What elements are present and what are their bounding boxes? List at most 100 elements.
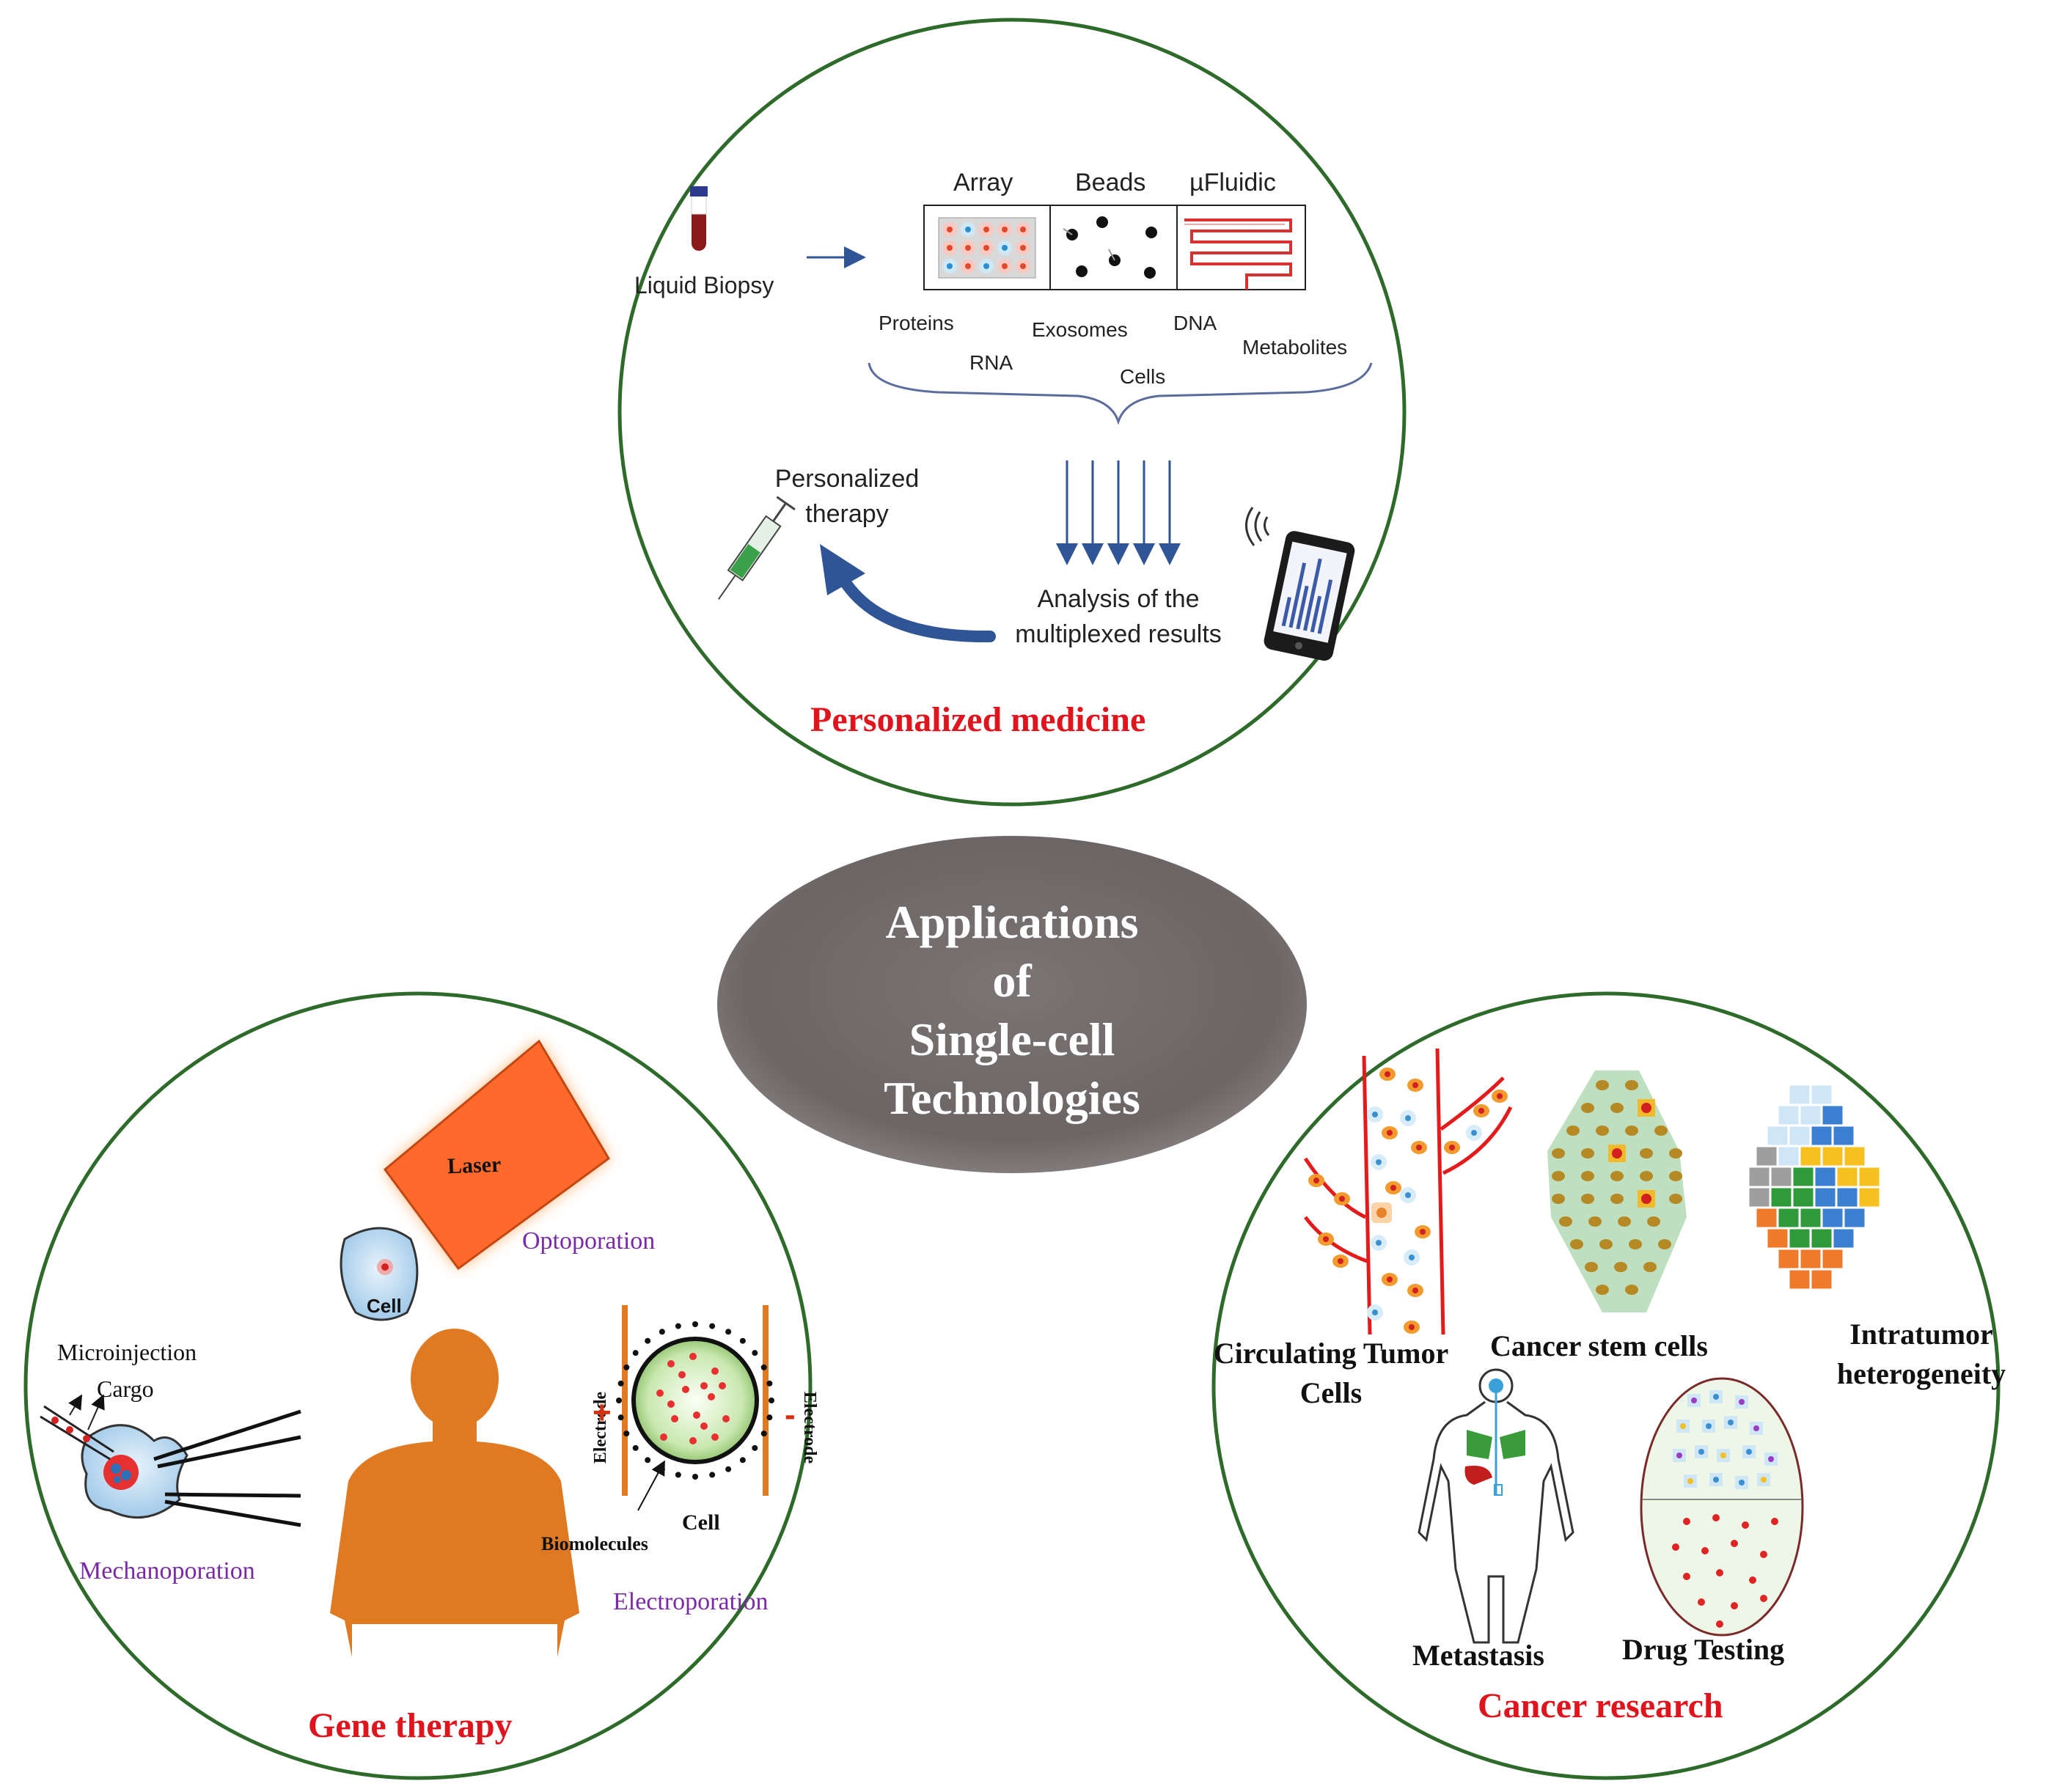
analysis-line1: Analysis of the <box>1037 585 1200 613</box>
drug-test-dead-cell <box>1771 1518 1778 1525</box>
array-well-dot <box>947 263 953 269</box>
electroporation-cell-label: Cell <box>682 1510 720 1535</box>
membrane-dot <box>760 1431 767 1437</box>
drug-test-cell-nucleus <box>1720 1453 1726 1458</box>
tumor-subclone-cell <box>1748 1167 1770 1187</box>
cancer-research-circle <box>1211 991 2001 1780</box>
array-well-dot <box>965 263 971 269</box>
drug-test-cell-nucleus <box>1713 1394 1719 1400</box>
membrane-dot <box>725 1466 732 1472</box>
drug-test-cell-nucleus <box>1746 1449 1752 1455</box>
biomolecule-dot <box>678 1371 686 1378</box>
csc-stem-cell-nucleus <box>1612 1148 1622 1158</box>
tumor-subclone-cell <box>1822 1208 1844 1228</box>
center-ellipse <box>717 836 1307 1173</box>
ctc-blue-cell-nucleus <box>1376 1159 1382 1165</box>
tumor-subclone-cell <box>1800 1105 1822 1125</box>
ctc-red-cell-nucleus <box>1385 1071 1390 1077</box>
personalized-medicine-title: Personalized medicine <box>810 700 1146 739</box>
tumor-subclone-cell <box>1789 1269 1811 1290</box>
biomolecule-dot <box>667 1360 675 1367</box>
drug-test-dead-cell <box>1749 1576 1756 1584</box>
csc-cell <box>1596 1080 1609 1090</box>
ctc-red-cell-nucleus <box>1412 1288 1418 1293</box>
center-title: Applications of Single-cell Technologies <box>865 893 1159 1128</box>
array-well-dot <box>965 227 971 232</box>
biomolecule-dot <box>700 1382 708 1389</box>
membrane-dot <box>632 1350 639 1356</box>
ctc-cluster-cell-nucleus <box>1376 1208 1387 1218</box>
array-well-dot <box>983 227 989 232</box>
tumor-subclone-cell <box>1800 1208 1822 1228</box>
drug-testing-label: Drug Testing <box>1622 1633 1785 1666</box>
ctc-red-cell-nucleus <box>1323 1236 1329 1242</box>
drug-test-cell-nucleus <box>1691 1398 1697 1403</box>
ctc-red-cell-nucleus <box>1390 1185 1396 1191</box>
csc-cell <box>1581 1194 1594 1204</box>
drug-test-cell-nucleus <box>1739 1399 1745 1405</box>
blood-tube-icon <box>690 186 708 251</box>
ctc-red-cell-nucleus <box>1313 1178 1319 1183</box>
biomolecule-dot <box>719 1382 726 1389</box>
tumor-subclone-cell <box>1767 1228 1789 1249</box>
drug-test-cell-nucleus <box>1761 1477 1767 1483</box>
analyte-label: Metabolites <box>1242 336 1348 359</box>
membrane-dot <box>632 1444 639 1451</box>
csc-cell <box>1599 1239 1613 1249</box>
intratumor-label-line1: Intratumor <box>1849 1318 1993 1351</box>
csc-cell <box>1585 1262 1598 1272</box>
tumor-subclone-cell <box>1778 1208 1800 1228</box>
array-well-dot <box>1002 263 1008 269</box>
csc-label: Cancer stem cells <box>1490 1329 1708 1362</box>
tumor-subclone-cell <box>1748 1187 1770 1208</box>
csc-cell <box>1643 1262 1657 1272</box>
analyte-label: DNA <box>1173 312 1217 334</box>
drug-test-cell-nucleus <box>1728 1420 1734 1425</box>
tumor-subclone-cell <box>1756 1146 1778 1167</box>
ctc-red-cell-nucleus <box>1416 1145 1422 1150</box>
analyte-label: Exosomes <box>1032 318 1128 341</box>
tumor-subclone-cell <box>1822 1105 1844 1125</box>
ctc-red-cell-nucleus <box>1338 1258 1343 1264</box>
ctc-red-cell-nucleus <box>1387 1277 1393 1282</box>
analysis-line2: multiplexed results <box>1015 620 1222 648</box>
array-well-dot <box>1020 245 1026 251</box>
csc-stem-cell-nucleus <box>1641 1194 1651 1204</box>
csc-cell <box>1669 1171 1682 1181</box>
drug-test-dead-cell <box>1701 1547 1709 1554</box>
personalized-therapy-line2: therapy <box>805 500 889 528</box>
tumor-subclone-cell <box>1792 1187 1814 1208</box>
drug-test-dead-cell <box>1760 1551 1767 1558</box>
drug-test-dead-cell <box>1742 1521 1749 1529</box>
mechanoporation-label: Mechanoporation <box>79 1557 255 1584</box>
ctc-red-cell-nucleus <box>1409 1324 1415 1330</box>
membrane-dot <box>616 1398 622 1403</box>
ctc-blue-cell-nucleus <box>1405 1192 1411 1198</box>
membrane-dot <box>675 1323 681 1329</box>
personalized-therapy-line1: Personalized <box>774 465 920 493</box>
csc-cell <box>1658 1239 1671 1249</box>
ctc-blue-cell-nucleus <box>1372 1112 1378 1117</box>
array-well-dot <box>983 263 989 269</box>
array-well-dot <box>1020 227 1026 232</box>
ctc-red-cell-nucleus <box>1449 1145 1455 1150</box>
biomolecule-dot <box>708 1393 715 1400</box>
liquid-biopsy-label: Liquid Biopsy <box>634 272 774 298</box>
membrane-dot <box>769 1398 774 1403</box>
ctc-red-cell-nucleus <box>1387 1130 1393 1136</box>
drug-test-dead-cell <box>1731 1540 1738 1547</box>
tumor-subclone-cell <box>1836 1187 1858 1208</box>
tumor-subclone-cell <box>1800 1146 1822 1167</box>
intratumor-heterogeneity <box>1748 1084 1880 1290</box>
drug-test-cell-nucleus <box>1768 1456 1774 1462</box>
array-well-dot <box>983 245 989 251</box>
drug-test-dead-cell <box>1760 1595 1767 1602</box>
csc-cell <box>1610 1103 1624 1113</box>
csc-cell <box>1581 1171 1594 1181</box>
ctc-blue-cell-nucleus <box>1372 1310 1378 1315</box>
csc-cell <box>1647 1216 1660 1227</box>
csc-cell <box>1581 1103 1594 1113</box>
biomolecule-dot <box>722 1415 730 1422</box>
csc-cell <box>1559 1216 1572 1227</box>
